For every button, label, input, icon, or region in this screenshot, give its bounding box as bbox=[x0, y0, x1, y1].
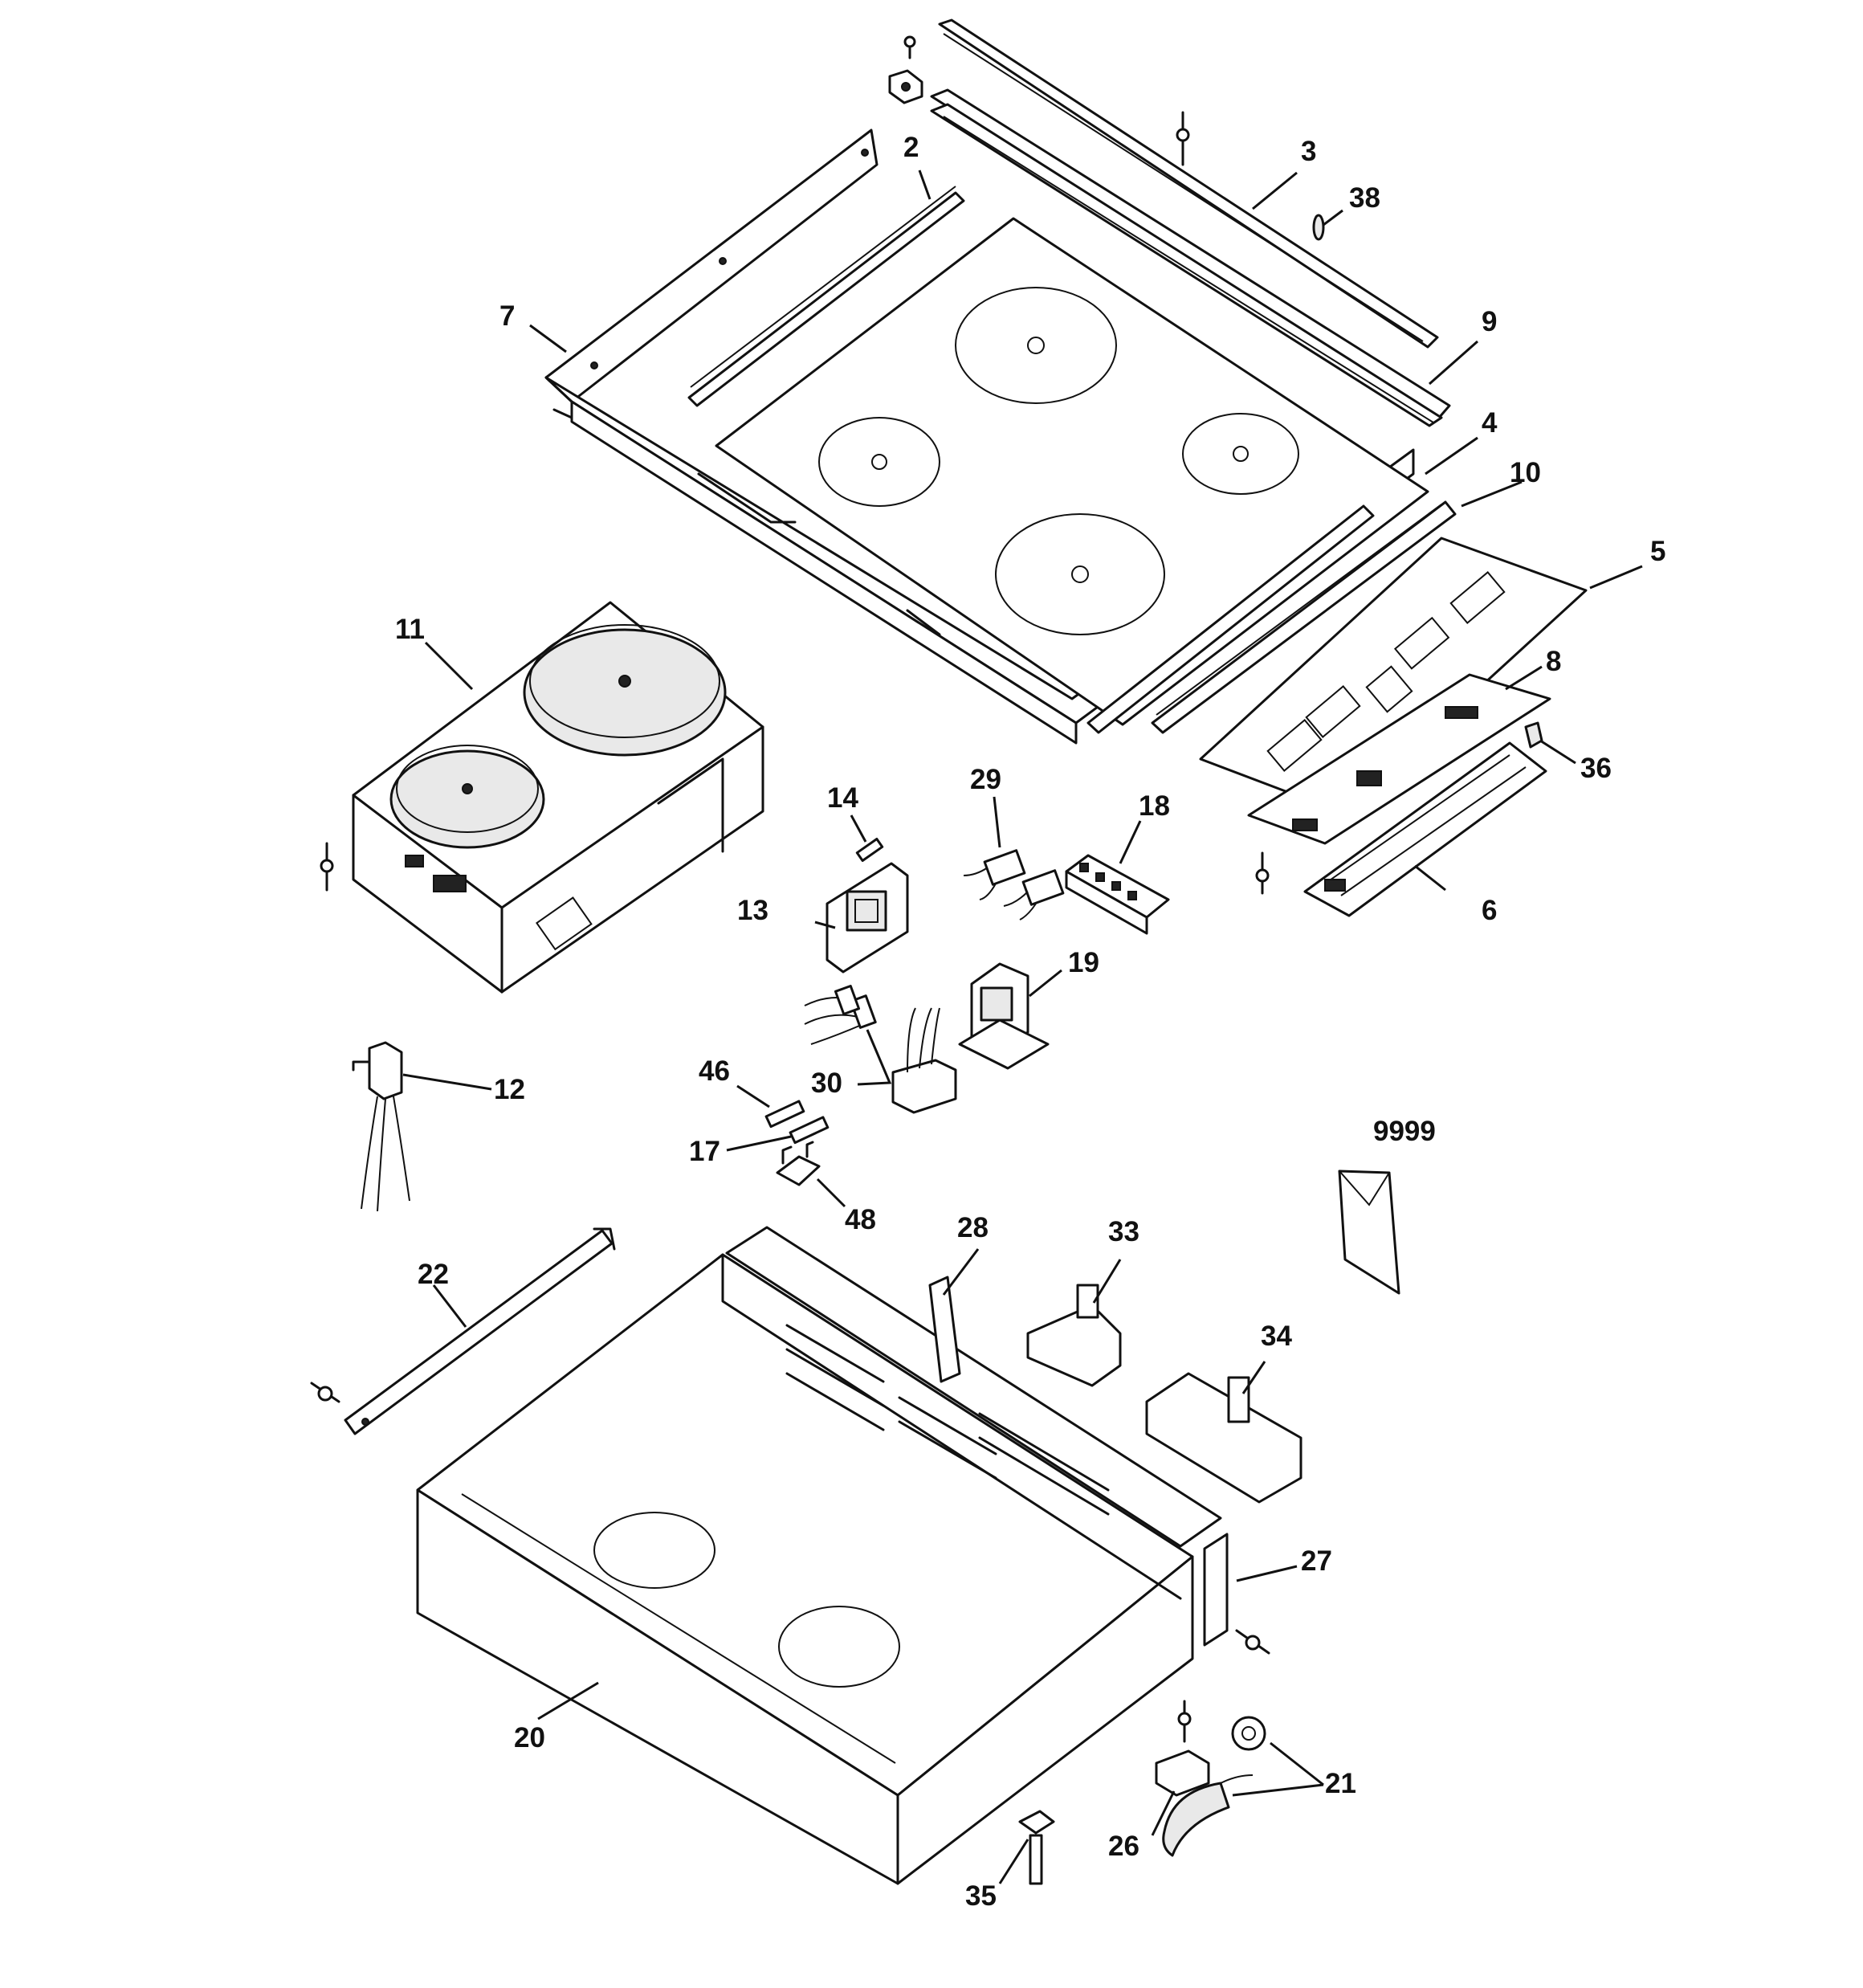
part-10-front-trim bbox=[1086, 500, 1457, 734]
part-33-bracket bbox=[1026, 1284, 1122, 1387]
part-36-clip bbox=[1524, 721, 1543, 749]
part-12-power-cord bbox=[352, 1041, 410, 1212]
callout-34: 34 bbox=[1261, 1321, 1292, 1352]
leader-lines bbox=[402, 169, 1643, 1884]
callout-12: 12 bbox=[494, 1074, 525, 1105]
part-2-support-strip bbox=[687, 186, 965, 407]
callout-26: 26 bbox=[1108, 1831, 1139, 1862]
callout-5: 5 bbox=[1650, 536, 1665, 567]
vent-slots bbox=[785, 1324, 1110, 1516]
callout-19: 19 bbox=[1068, 947, 1099, 978]
callout-38: 38 bbox=[1349, 182, 1380, 214]
callout-2: 2 bbox=[903, 132, 919, 163]
part-20-bottom-pan bbox=[416, 1226, 1222, 1885]
part-48-fuse-holder bbox=[776, 1141, 821, 1186]
callout-labels: 2 3 38 7 9 4 10 5 11 8 36 14 29 18 13 6 … bbox=[395, 132, 1665, 1912]
callout-8: 8 bbox=[1546, 646, 1561, 677]
callout-13: 13 bbox=[737, 895, 768, 926]
callout-3: 3 bbox=[1301, 136, 1316, 167]
part-6-control-board bbox=[1303, 741, 1547, 917]
callout-10: 10 bbox=[1510, 457, 1541, 488]
callout-48: 48 bbox=[845, 1204, 876, 1235]
part-17-fuse bbox=[789, 1116, 830, 1145]
part-9999-literature bbox=[1338, 1170, 1400, 1295]
callout-20: 20 bbox=[514, 1722, 545, 1753]
callout-7: 7 bbox=[499, 300, 515, 332]
screw-icon bbox=[310, 1382, 340, 1403]
part-35-leveler bbox=[1018, 1810, 1055, 1885]
part-30-relay bbox=[804, 984, 957, 1114]
callout-11: 11 bbox=[395, 614, 425, 645]
part-22-brace bbox=[344, 1227, 616, 1435]
callout-33: 33 bbox=[1108, 1216, 1139, 1247]
cooktop-frame bbox=[544, 376, 1415, 745]
callout-36: 36 bbox=[1580, 753, 1612, 784]
callout-18: 18 bbox=[1139, 790, 1170, 822]
part-34-bracket bbox=[1145, 1372, 1302, 1504]
part-29-capacitors bbox=[963, 849, 1065, 921]
callout-6: 6 bbox=[1482, 895, 1497, 926]
callout-35: 35 bbox=[965, 1880, 997, 1912]
callout-27: 27 bbox=[1301, 1545, 1332, 1577]
part-46-fuse bbox=[764, 1100, 805, 1129]
callout-9: 9 bbox=[1482, 306, 1497, 337]
part-9-rear-rail bbox=[930, 88, 1451, 427]
callout-30: 30 bbox=[811, 1067, 842, 1099]
callout-14: 14 bbox=[827, 782, 858, 814]
part-13-transformer bbox=[826, 862, 909, 974]
callout-4: 4 bbox=[1482, 407, 1498, 439]
callout-9999: 9999 bbox=[1373, 1116, 1436, 1147]
part-38-clip bbox=[1312, 214, 1325, 241]
part-21-conduit bbox=[1162, 1716, 1266, 1857]
part-19-transformer bbox=[958, 962, 1050, 1070]
screw-icon bbox=[1176, 111, 1190, 166]
callout-17: 17 bbox=[689, 1136, 720, 1167]
part-27-side-bracket bbox=[1203, 1533, 1229, 1647]
screw-icon bbox=[1255, 851, 1270, 895]
part-28-bracket bbox=[928, 1276, 961, 1383]
top-screw-bracket bbox=[888, 35, 923, 104]
screw-icon bbox=[320, 842, 334, 892]
callout-22: 22 bbox=[418, 1259, 449, 1290]
callout-28: 28 bbox=[957, 1212, 989, 1243]
part-8-control-board bbox=[1247, 673, 1551, 845]
part-14-fuse bbox=[855, 837, 884, 863]
screw-icon bbox=[1235, 1629, 1270, 1655]
callout-29: 29 bbox=[970, 764, 1001, 795]
callout-21: 21 bbox=[1325, 1768, 1356, 1799]
callout-46: 46 bbox=[699, 1055, 730, 1087]
part-18-terminal-block bbox=[1065, 854, 1170, 935]
part-11-element-housing bbox=[352, 601, 764, 994]
part-3-rear-trim bbox=[938, 18, 1439, 349]
part-26-clamp bbox=[1155, 1700, 1210, 1797]
